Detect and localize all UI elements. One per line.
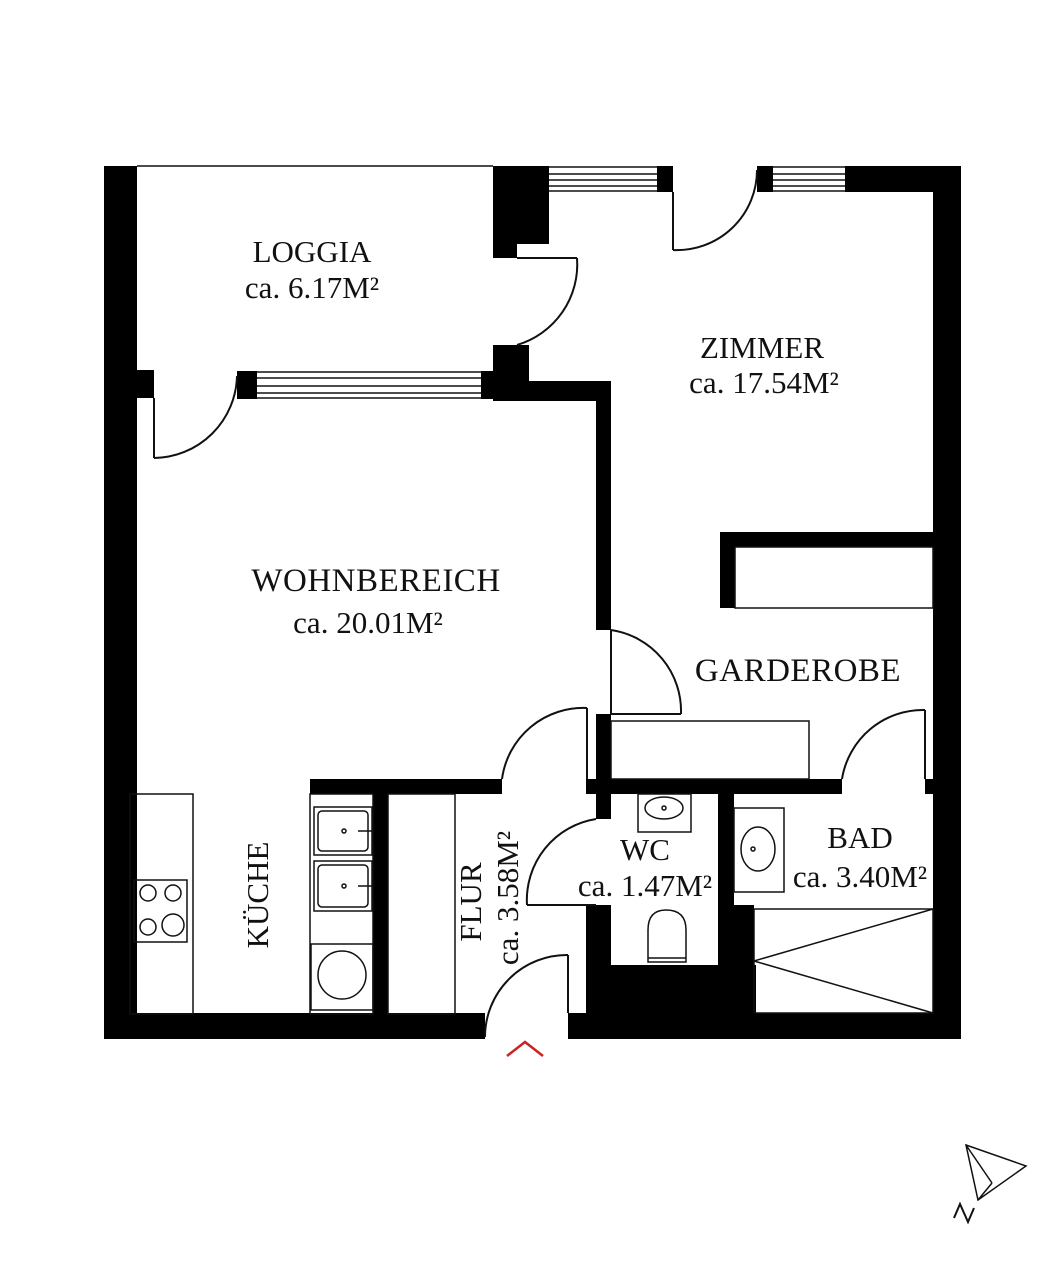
bad-sink-icon	[733, 807, 785, 893]
zimmer-name: ZIMMER	[700, 330, 824, 365]
flur-cabinet	[387, 793, 456, 1015]
washing-machine-icon	[310, 943, 374, 1011]
door-zimmer-north	[672, 169, 759, 252]
wall-wc-bad	[718, 779, 734, 1015]
flur-name: FLUR	[453, 862, 488, 942]
windows	[257, 166, 845, 399]
north-arrow-icon	[953, 1143, 1028, 1225]
wall-south-right	[568, 1013, 961, 1039]
wall-north-pillar-mid	[657, 166, 673, 192]
wall-wohn-zimmer	[596, 381, 611, 630]
wc-area: ca. 1.47M²	[578, 868, 712, 903]
wall-pillar-top-notch	[493, 240, 517, 258]
cooktop-icon	[133, 879, 188, 943]
door-zimmer-loggia	[516, 257, 579, 346]
entrance-chevron-icon	[506, 1040, 544, 1057]
wall-pillar-top	[493, 166, 549, 244]
zimmer-area: ca. 17.54M²	[689, 365, 839, 400]
wall-garderobe-west	[596, 714, 611, 798]
wall-north-right	[845, 166, 961, 192]
door-wc	[525, 818, 597, 906]
sink-icon	[313, 806, 373, 912]
loggia-name: LOGGIA	[253, 234, 372, 269]
wohnbereich-name: WOHNBEREICH	[251, 563, 500, 599]
furniture	[129, 546, 934, 1015]
wall-kitchen-top	[310, 779, 502, 794]
shower-icon	[753, 908, 934, 1014]
door-wohn-garderobe	[610, 629, 683, 715]
loggia-area: ca. 6.17M²	[245, 270, 379, 305]
door-bad	[841, 708, 926, 780]
wall-kitchen-flur	[373, 779, 388, 1015]
toilet-icon	[647, 909, 687, 963]
wall-wc-top	[586, 779, 842, 794]
flur-area: ca. 3.58M²	[490, 831, 525, 965]
window-wohnbereich	[257, 371, 481, 399]
bad-area: ca. 3.40M²	[793, 859, 927, 894]
wall-south-left	[104, 1013, 485, 1039]
door-entrance	[484, 953, 569, 1038]
wall-closet-top	[720, 532, 934, 547]
wc-sink-icon	[637, 793, 692, 833]
garderobe-cabinet	[610, 720, 810, 780]
window-zimmer-right	[773, 166, 845, 192]
wc-name: WC	[620, 832, 670, 867]
wohnbereich-area: ca. 20.01M²	[293, 605, 443, 640]
doors	[153, 169, 926, 1038]
bad-name: BAD	[827, 820, 892, 855]
room-labels: LOGGIA ca. 6.17M² ZIMMER ca. 17.54M² WOH…	[240, 234, 927, 965]
walls	[104, 166, 961, 1039]
wall-wohn-zimmer-top	[493, 381, 609, 401]
kitchen-counter	[129, 793, 194, 1015]
window-zimmer-left	[549, 166, 657, 192]
garderobe-name: GARDEROBE	[695, 653, 901, 689]
door-flur-wohn	[501, 706, 588, 780]
zimmer-closet	[734, 546, 934, 609]
wall-loggia-stub	[104, 370, 154, 398]
kueche-name: KÜCHE	[240, 842, 275, 949]
wall-closet-left	[720, 532, 735, 608]
wall-east	[933, 166, 961, 1039]
wall-bad-top	[925, 779, 935, 794]
wall-window-pillar-left	[237, 371, 257, 399]
wall-shaft-right	[734, 905, 754, 1015]
wall-wc-west-top	[596, 779, 611, 819]
wall-north-pillar-right	[757, 166, 773, 192]
wall-west-lower	[104, 398, 130, 1039]
wall-shaft	[586, 965, 756, 1015]
kitchen-counter-right	[309, 793, 374, 1015]
door-loggia-wohn	[153, 375, 238, 459]
